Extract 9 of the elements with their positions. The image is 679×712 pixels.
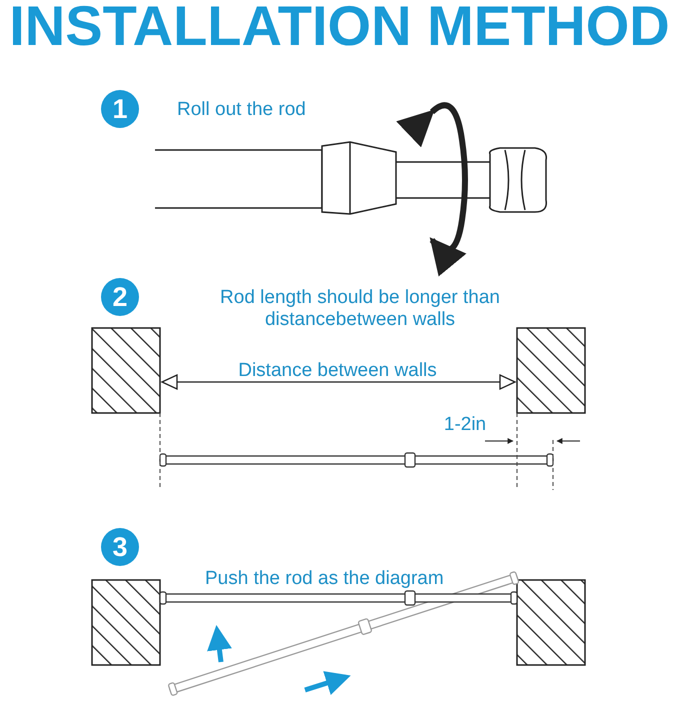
step-instruction: Push the rod as the diagram: [205, 568, 445, 590]
step-instruction: Rod length should be longer than distancebetween walls: [219, 287, 501, 331]
step-number-badge: 3: [101, 528, 139, 566]
step-number-badge: 1: [101, 90, 139, 128]
dimension-label: 1-2in: [442, 414, 488, 436]
step-number-badge: 2: [101, 278, 139, 316]
title-heading: INSTALLATION METHOD: [8, 0, 671, 56]
dimension-label: Distance between walls: [237, 360, 438, 382]
step-instruction: Roll out the rod: [177, 99, 307, 121]
